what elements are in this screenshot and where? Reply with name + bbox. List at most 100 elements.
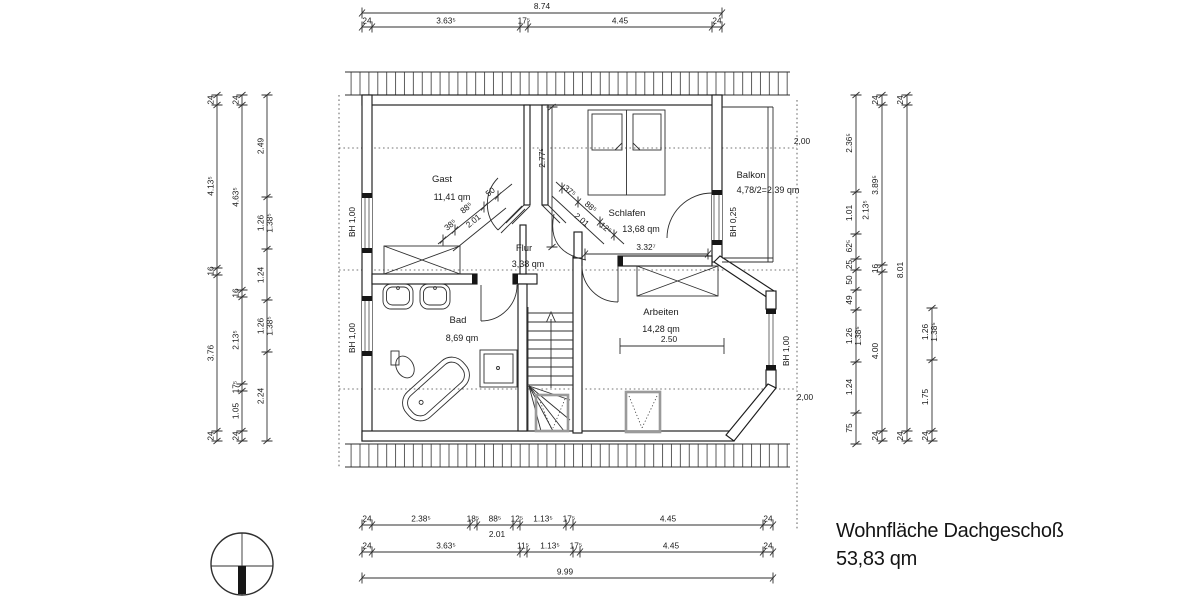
dim-label: 2.38⁵ [411, 514, 431, 524]
dim-label: 24 [712, 16, 722, 26]
dim-label: 4.00 [870, 343, 880, 360]
dim-label: 38⁵ [442, 217, 458, 233]
dim-label: 2.13⁵ [231, 330, 241, 350]
schlafen-door-arc [552, 213, 587, 261]
dim-label: 1.13⁵ [533, 514, 553, 524]
title-block: Wohnfläche Dachgeschoß 53,83 qm [836, 520, 1064, 570]
room-area-bad: 8,69 qm [446, 333, 479, 343]
dim-label: 3.89⁵ [870, 175, 880, 195]
dim-label: 16 [870, 264, 880, 274]
dim-label: 24 [870, 431, 880, 441]
dim-label: 2.49 [256, 138, 266, 155]
dim-label: 11⁵ [517, 541, 529, 551]
bathtub-icon [402, 356, 470, 422]
room-name-bad: Bad [450, 315, 467, 326]
sill-height-label: BH 1,00 [347, 323, 357, 353]
dims-bottom: 24 2.38⁵ 18⁵ 88⁵ 12⁵ 1.13⁵ 17⁵ 4.45 24 2… [358, 514, 777, 584]
dim-label: 24 [870, 95, 880, 105]
washbasin-icon [419, 283, 451, 310]
skylight-icon [624, 390, 662, 434]
dim-label: 12⁵ [511, 514, 524, 524]
dim-label: 8.74 [534, 1, 551, 11]
dim-label: 1.26 [256, 318, 266, 335]
dim-label: 2.36⁵ [844, 133, 854, 153]
dim-label: 4.45 [660, 514, 677, 524]
arbeiten-wardrobe-icon [636, 265, 719, 297]
dims-top: 8.74 24 3.63⁵ 17⁵ 4.45 24 [358, 1, 726, 33]
double-bed-icon [587, 109, 666, 196]
dim-label: 62⁵ [844, 240, 854, 253]
dim-label: 3.32⁷ [636, 242, 655, 252]
balkon-door-arc [666, 192, 713, 239]
dim-label: 17⁵ [563, 514, 576, 524]
dim-label: 24 [763, 541, 773, 551]
annotations: BH 1,00 BH 1,00 BH 1,00 BH 0,25 2,00 2,0… [347, 136, 813, 402]
arbeiten-door-arc [581, 265, 619, 303]
balcony-outline [712, 106, 774, 263]
dim-label: 17⁵ [231, 381, 241, 394]
dim-label: 75 [844, 423, 854, 433]
dim-label: 4.63⁵ [231, 187, 241, 207]
room-name-schlafen: Schlafen [609, 208, 646, 219]
room-name-flur: Flur [516, 243, 532, 254]
dim-label: 1.26 [920, 324, 930, 341]
dim-label: 4.45 [663, 541, 680, 551]
dim-label: 88⁵ [458, 200, 474, 216]
dim-label: 24 [206, 95, 216, 105]
room-area-arbeiten: 14,28 qm [642, 324, 680, 334]
room-labels: Gast 11,41 qm Schlafen 13,68 qm Flur 3,3… [432, 170, 799, 343]
toilet-icon [390, 350, 415, 379]
dim-label: 1.38⁵ [853, 326, 863, 346]
headroom-guide-lines [338, 95, 798, 530]
room-name-arbeiten: Arbeiten [643, 307, 678, 318]
drawing-title: Wohnfläche Dachgeschoß [836, 520, 1064, 542]
dim-label: 3.63⁵ [436, 16, 456, 26]
headroom-label: 2,00 [797, 392, 814, 402]
walls [361, 94, 777, 442]
dim-label: 3.76 [206, 345, 216, 362]
dim-label: 18⁵ [467, 514, 480, 524]
dim-label: 88⁵ [489, 514, 502, 524]
dim-label: 1.26 [256, 215, 266, 232]
dim-label: 2.77⁵ [537, 148, 547, 168]
headroom-label: 2,00 [794, 136, 811, 146]
dim-label: 4.45 [612, 16, 629, 26]
room-name-gast: Gast [432, 174, 452, 185]
room-area-gast: 11,41 qm [434, 192, 471, 202]
room-area-flur: 3,38 qm [512, 259, 545, 269]
sill-height-label: BH 1,00 [347, 207, 357, 237]
dim-label: 24 [362, 16, 372, 26]
washbasin-icon [382, 283, 414, 310]
gast-wardrobe-icon [383, 245, 461, 275]
dim-label: 1.01 [844, 205, 854, 222]
dim-label: 50 [483, 185, 497, 199]
dim-label: 24 [362, 541, 372, 551]
dim-label: 1.05 [231, 403, 241, 420]
dim-label: 1.38⁵ [265, 213, 275, 233]
dim-label: 1.38⁵ [929, 322, 939, 342]
dim-label: 17⁵ [570, 541, 583, 551]
dim-label: 17⁵ [518, 16, 531, 26]
dim-label: 88⁵ [583, 199, 599, 215]
dim-label: 24 [362, 514, 372, 524]
dims-interior: 2.50 3.32⁷ 2.77⁵ 38⁵ 88⁵ 50 2.01 37⁵ 88⁵… [437, 103, 725, 354]
dim-label: 2.24 [256, 388, 266, 405]
dim-label: 9.99 [557, 567, 574, 577]
dim-label: 50 [844, 275, 854, 285]
dim-label: 16 [206, 266, 216, 276]
north-arrow-icon [210, 532, 274, 596]
dim-label: 8.01 [895, 262, 905, 279]
sill-height-label: BH 0,25 [728, 207, 738, 237]
dim-label: 16 [231, 288, 241, 298]
roof-hatch-bands [345, 71, 790, 468]
dim-label: 1.13⁵ [540, 541, 560, 551]
dim-label: 2.01 [464, 211, 483, 229]
dim-label: 25 [844, 260, 854, 270]
dim-label: 24 [231, 95, 241, 105]
room-name-balkon: Balkon [736, 170, 765, 181]
dim-label: 4.13⁵ [206, 176, 216, 196]
staircase-icon [527, 307, 573, 433]
bad-door-arc [480, 284, 518, 322]
